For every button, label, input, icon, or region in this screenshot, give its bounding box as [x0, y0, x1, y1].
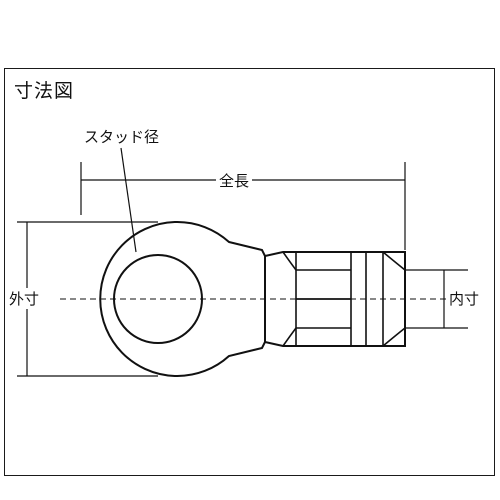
terminal-body-outline — [99, 221, 266, 377]
inner-dimension-label: 内寸 — [449, 288, 480, 309]
diagram-frame — [4, 68, 495, 476]
barrel-left-curve-bottom — [282, 327, 297, 347]
stud-diameter-label: スタッド径 — [84, 128, 160, 146]
outer-dimension-label: 外寸 — [9, 288, 40, 309]
overall-length-label: 全長 — [216, 170, 253, 191]
barrel-right-curve-bottom — [382, 327, 406, 347]
barrel-right-curve-top — [382, 251, 406, 271]
stud-leader — [120, 147, 137, 253]
barrel-left-curve-top — [282, 251, 297, 271]
diagram-title: 寸法図 — [14, 80, 75, 102]
stud-hole — [113, 254, 203, 344]
